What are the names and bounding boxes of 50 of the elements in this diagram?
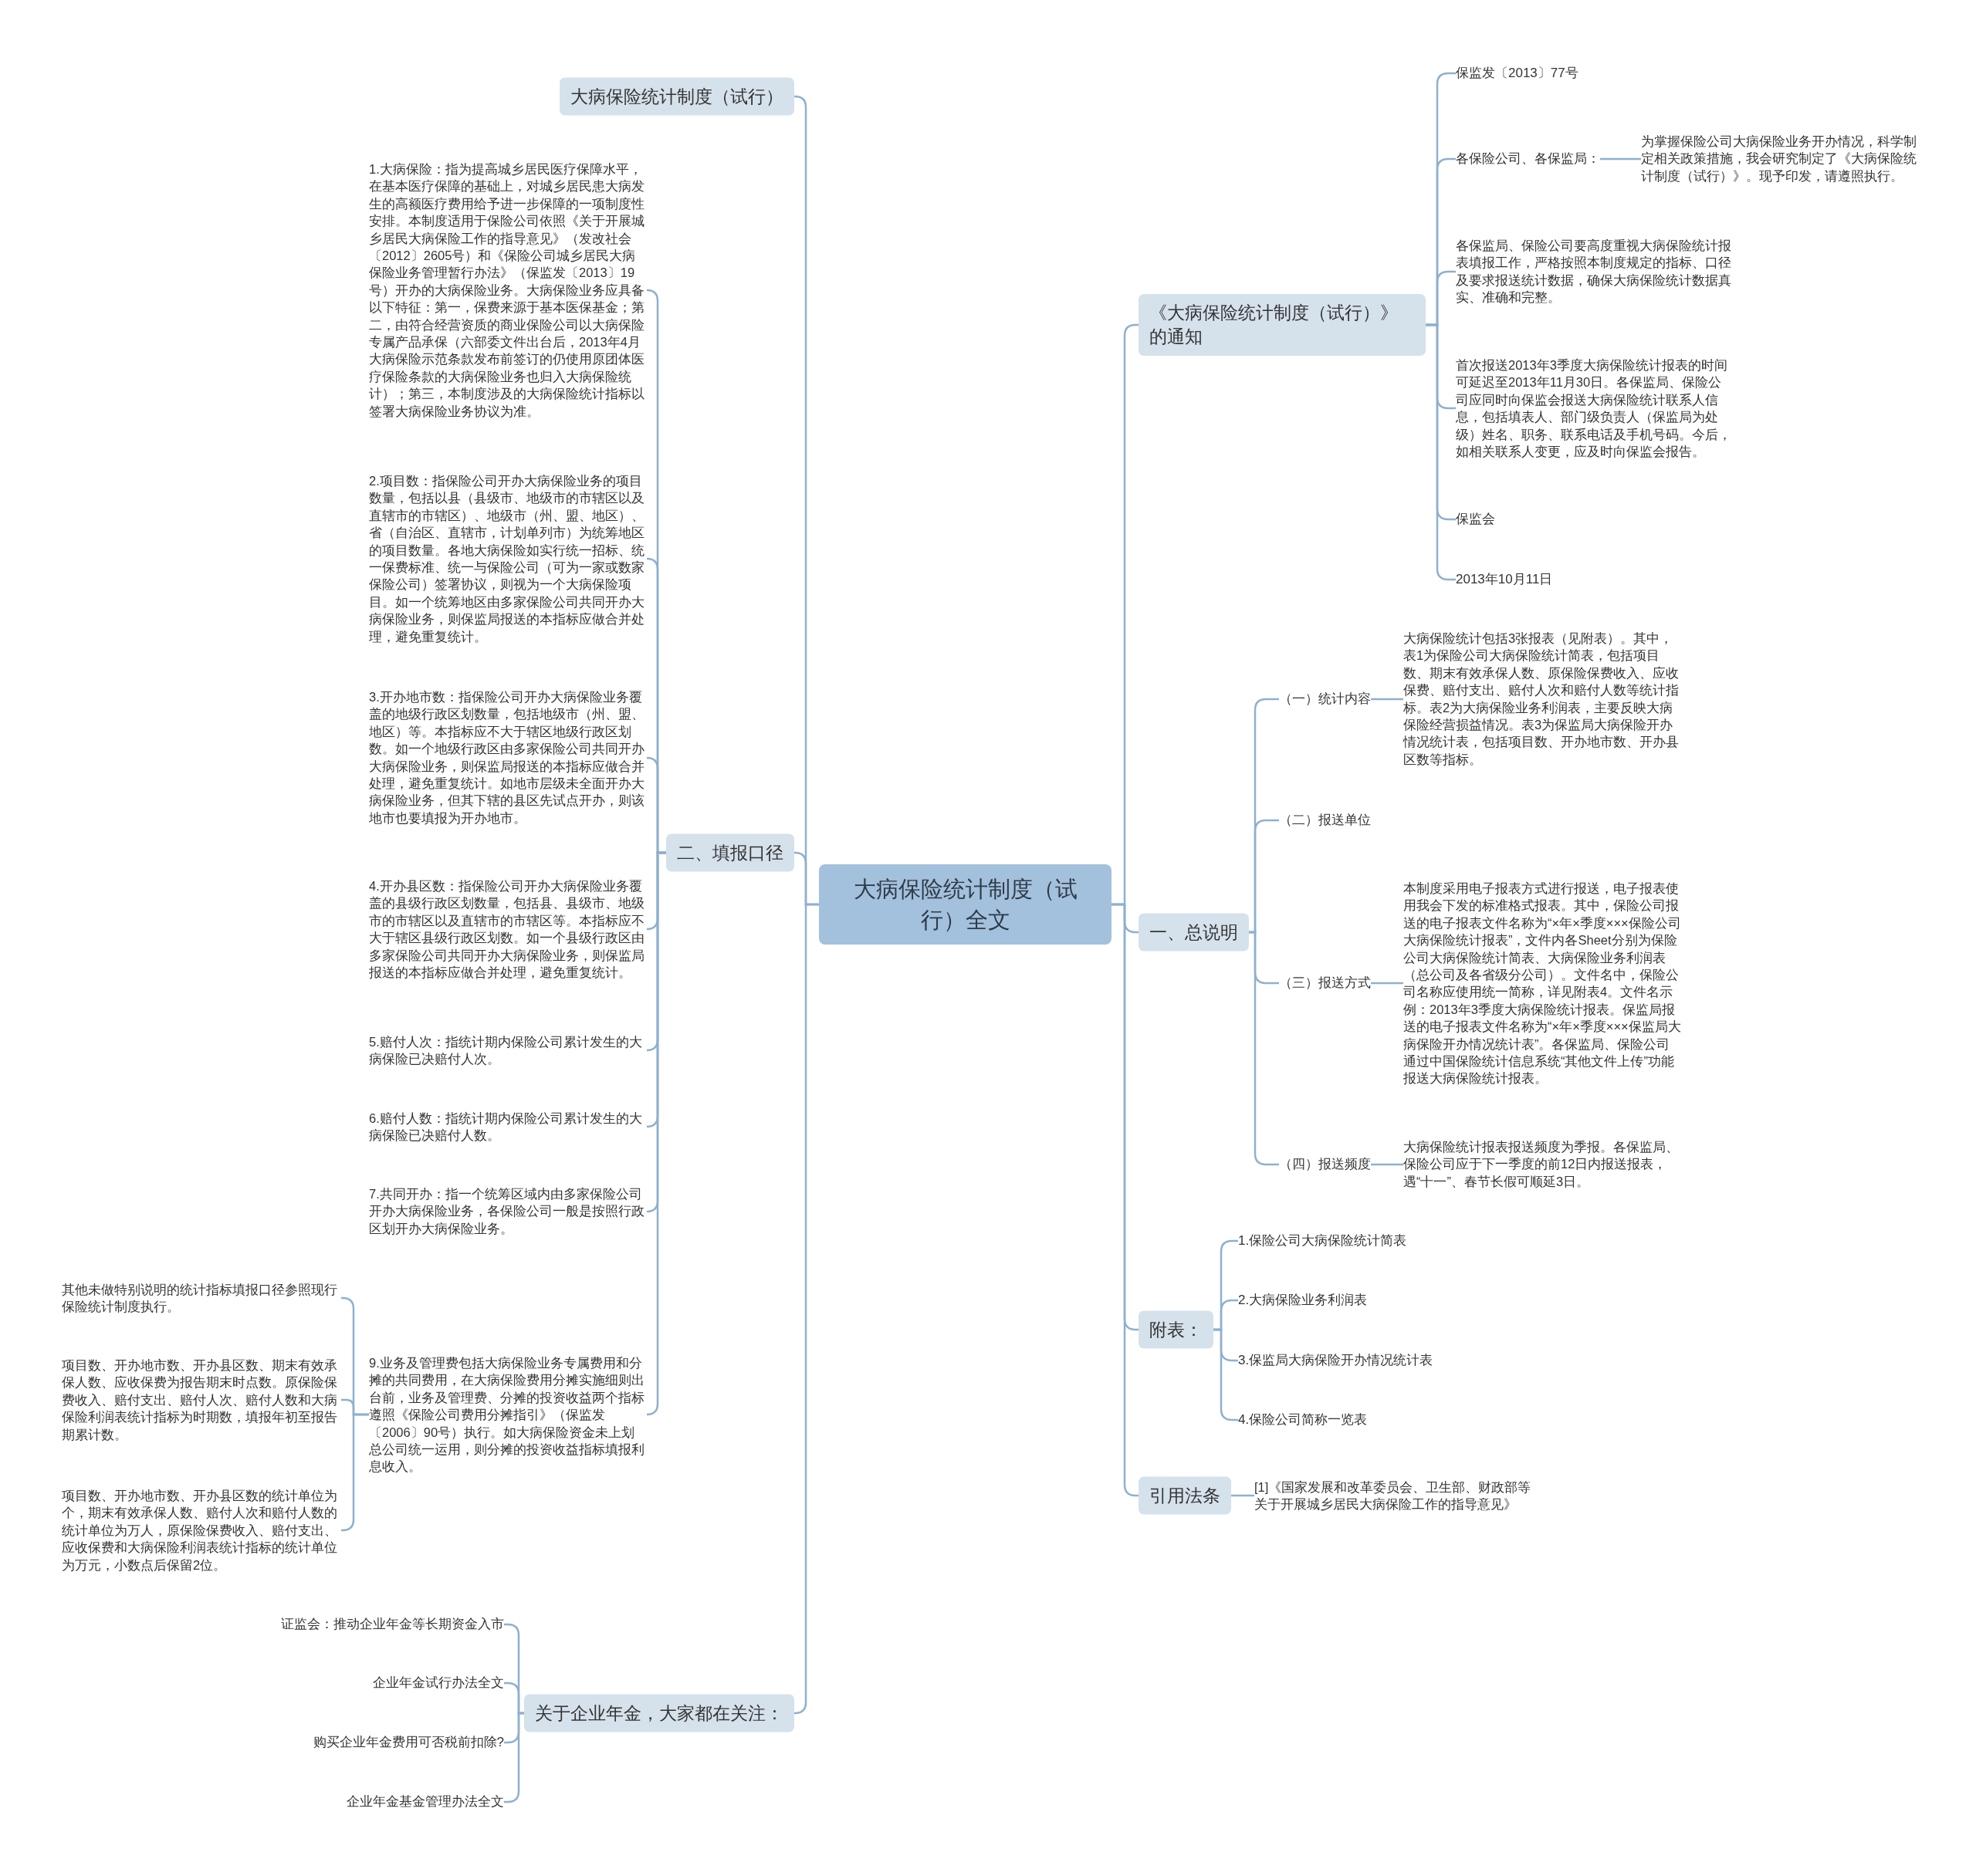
connector-line: [1371, 698, 1403, 701]
topic-text: 其他未做特别说明的统计指标填报口径参照现行保险统计制度执行。: [62, 1280, 341, 1316]
connector-line: [1371, 1163, 1403, 1166]
topic-text: 项目数、开办地市数、开办县区数的统计单位为个，期末有效承保人数、赔付人次和赔付人数的统计单位为万人，原保险保费收入、赔付支出、应收保费和大病保险利润表统计指标的统计单位为万元，小数点后保留2位。: [62, 1487, 341, 1573]
connector-line: [1231, 1494, 1254, 1497]
topic-text: 9.业务及管理费包括大病保险业务专属费用和分摊的共同费用，在大病保险费用分摊实施细则出台前，业务及管理费、分摊的投资收益两个指标遵照《保险公司费用分摊指引》（保监发〔2006〕90号）执行。如大病保险资金未上划总公司统一运用，则分摊的投资收益指标填报利息收入。: [369, 1354, 647, 1475]
branch-topic-box: 大病保险统计制度（试行）: [560, 77, 794, 116]
topic-text: （一）统计内容: [1279, 690, 1371, 708]
branch-topic-box: 关于企业年金，大家都在关注：: [524, 1694, 794, 1732]
topic-text: 1.大病保险：指为提高城乡居民医疗保障水平，在基本医疗保障的基础上，对城乡居民患大病发生的高额医疗费用给予进一步保障的一项制度性安排。本制度适用于保险公司依照《关于开展城乡居民大病保险工作的指导意见》（发改社会〔2012〕2605号）和《保险公司城乡居民大病保险业务管理暂行办法》（保监发〔2013〕19号）开办的大病保险业务。大病保险业务应具备以下特征：第一，保费来源于基本医保基金；第二，由符合经营资质的商业保险公司以大病保险专属产品承保（六部委文件出台后，2013年4月大病保险示范条款发布前签订的仍使用原团体医疗保险条款的大病保险业务也归入大病保险统计）；第三，本制度涉及的大病保险统计指标以签署大病保险业务协议为准。: [369, 160, 647, 421]
branch-topic-box: 一、总说明: [1139, 913, 1249, 952]
topic-text: 6.赔付人数：指统计期内保险公司累计发生的大病保险已决赔付人数。: [369, 1109, 647, 1144]
topic-text: 2013年10月11日: [1456, 570, 1553, 589]
central-topic-box: 大病保险统计制度（试行）全文: [819, 864, 1112, 945]
branch-topic-box: 附表：: [1139, 1310, 1213, 1349]
topic-text: 保监会: [1456, 510, 1495, 529]
topic-text: 4.开办县区数：指保险公司开办大病保险业务覆盖的县级行政区划数量，包括县、县级市、地级市的市辖区以及直辖市的市辖区等。本指标应不大于辖区县级行政区划数。如一个县级行政区由多家保险公司共同开办大病保险业务，则保监局报送的本指标应做合并处理，避免重复统计。: [369, 877, 647, 982]
topic-text: 为掌握保险公司大病保险业务开办情况，科学制定相关政策措施，我会研究制定了《大病保险统计制度（试行）》。现予印发，请遵照执行。: [1641, 133, 1920, 185]
topic-text: 5.赔付人次：指统计期内保险公司累计发生的大病保险已决赔付人次。: [369, 1033, 647, 1068]
topic-text: 保监发〔2013〕77号: [1456, 64, 1578, 83]
topic-text: 大病保险统计报表报送频度为季报。各保监局、保险公司应于下一季度的前12日内报送报表，遇“十一”、春节长假可顺延3日。: [1403, 1138, 1681, 1191]
connector-line: [1371, 982, 1403, 985]
branch-topic-box: 引用法条: [1139, 1476, 1231, 1515]
topic-text: 购买企业年金费用可否税前扣除?: [313, 1733, 504, 1752]
topic-text: （二）报送单位: [1279, 811, 1371, 830]
topic-text: 2.大病保险业务利润表: [1238, 1291, 1368, 1310]
topic-text: 企业年金基金管理办法全文: [347, 1793, 504, 1811]
topic-text: （三）报送方式: [1279, 974, 1371, 992]
topic-text: 7.共同开办：指一个统筹区域内由多家保险公司开办大病保险业务，各保险公司一般是按照行政区划开办大病保险业务。: [369, 1185, 647, 1238]
topic-text: [1]《国家发展和改革委员会、卫生部、财政部等关于开展城乡居民大病保险工作的指导意见》: [1254, 1478, 1532, 1513]
connector-line: [1600, 157, 1641, 161]
topic-text: 首次报送2013年3季度大病保险统计报表的时间可延迟至2013年11月30日。各保监局、保险公司应同时向保监会报送大病保险统计联系人信息，包括填表人、部门级负责人（保监局为处级）姓名、职务、联系电话及手机号码。今后，如相关联系人变更，应及时向保监会报告。: [1456, 356, 1734, 461]
topic-text: 本制度采用电子报表方式进行报送，电子报表使用我会下发的标准格式报表。其中，保险公司报送的电子报表文件名称为“×年×季度×××保险公司大病保险统计报表”，文件内各Sheet分别为保险公司大病保险统计简表、大病保险业务利润表（总公司及各省级分公司）。文件名中，保险公司名称应使用统一简称，详见附表4。文件名示例：2013年3季度大病保险统计报表。保监局报送的电子报表文件名称为“×年×季度×××保监局大病保险开办情况统计表”。各保监局、保险公司通过中国保险统计信息系统“其他文件上传”功能报送大病保险统计报表。: [1403, 879, 1681, 1087]
topic-text: 项目数、开办地市数、开办县区数、期末有效承保人数、应收保费为报告期末时点数。原保险保费收入、赔付支出、赔付人次、赔付人数和大病保险利润表统计指标为时期数，填报年初至报告期累计数。: [62, 1357, 341, 1443]
branch-topic-box: 《大病保险统计制度（试行）》的通知: [1139, 294, 1426, 356]
connector-line: [793, 903, 819, 1715]
topic-text: 各保险公司、各保监局：: [1456, 150, 1600, 168]
topic-text: 3.保监局大病保险开办情况统计表: [1238, 1351, 1433, 1370]
connector-line: [1112, 903, 1139, 1497]
topic-text: 证监会：推动企业年金等长期资金入市: [281, 1615, 504, 1634]
topic-text: 3.开办地市数：指保险公司开办大病保险业务覆盖的地级行政区划数量，包括地级市（州、盟、地区）等。本指标应不大于辖区地级行政区划数。如一个地级行政区由多家保险公司共同开办大病保险业务，则保监局报送的本指标应做合并处理，避免重复统计。如地市层级未全面开办大病保险业务，但其下辖的县区先试点开办，则该地市也要填报为开办地市。: [369, 688, 647, 827]
topic-text: 大病保险统计包括3张报表（见附表）。其中，表1为保险公司大病保险统计简表，包括项目数、期末有效承保人数、原保险保费收入、应收保费、赔付支出、赔付人次和赔付人数等统计指标。表2为大病保险业务利润表，主要反映大病保险经营损益情况。表3为保监局大病保险开办情况统计表，包括项目数、开办地市数、开办县区数等指标。: [1403, 630, 1681, 769]
topic-text: 2.项目数：指保险公司开办大病保险业务的项目数量，包括以县（县级市、地级市的市辖区以及直辖市的市辖区）、地级市（州、盟、地区）、省（自治区、直辖市，计划单列市）为统筹地区的项目数量。各地大病保险如实行统一招标、统一保费标准、统一与保险公司（可为一家或数家保险公司）签署协议，则视为一个大病保险项目。如一个统筹地区由多家保险公司共同开办大病保险业务，则保监局报送的本指标应做合并处理，避免重复统计。: [369, 472, 647, 646]
topic-text: 1.保险公司大病保险统计简表: [1238, 1232, 1407, 1250]
topic-text: （四）报送频度: [1279, 1155, 1371, 1174]
topic-text: 各保监局、保险公司要高度重视大病保险统计报表填报工作，严格按照本制度规定的指标、口径及要求报送统计数据，确保大病保险统计数据真实、准确和完整。: [1456, 237, 1734, 306]
topic-text: 4.保险公司简称一览表: [1238, 1411, 1368, 1429]
connector-line: [341, 1413, 369, 1532]
branch-topic-box: 二、填报口径: [666, 833, 794, 872]
topic-text: 企业年金试行办法全文: [373, 1674, 504, 1692]
